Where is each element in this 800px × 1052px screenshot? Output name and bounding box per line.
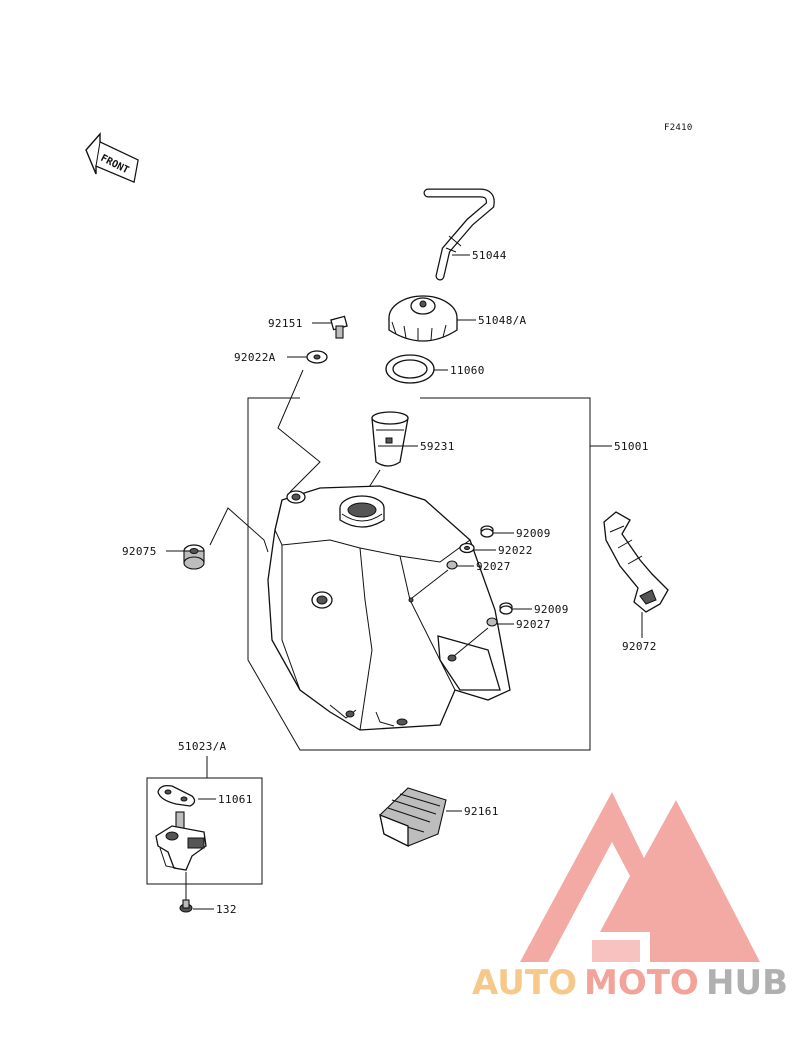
washer-92022 [459,542,475,554]
washer-92022a [306,350,328,364]
logo-word-auto: AUTO [472,963,577,1003]
screw-132 [179,899,193,913]
damper-92027-b [486,617,498,627]
label-11061: 11061 [218,793,253,806]
gasket-11060 [385,354,435,384]
axis-92027-a [411,569,449,599]
fuel-tap [155,811,207,871]
grommet-92075 [183,544,205,570]
label-92151: 92151 [268,317,303,330]
fuel-filter [371,411,409,467]
logo-mark-icon [520,792,760,962]
breather-hose [423,188,495,281]
axis-92027-b [453,627,489,657]
fuel-tap-frame [146,777,263,885]
label-92022a: 92022A [234,351,276,364]
label-51044: 51044 [472,249,507,262]
label-92027-b: 92027 [516,618,551,631]
rubber-strap-92072 [603,511,669,613]
pad-92161 [379,787,447,848]
label-92009-b: 92009 [534,603,569,616]
label-51023a: 51023/A [178,740,227,753]
tank-group-frame [247,397,591,751]
gasket-11061 [157,784,196,807]
collar-92009-b [499,602,513,615]
automotohub-logo: AUTO MOTO HUB [472,792,788,1003]
fuel-cap [388,295,458,342]
label-132: 132 [216,903,237,916]
label-59231: 59231 [420,440,455,453]
leader-92022a-to-tank [277,369,321,493]
leader-92075-to-tank [209,507,269,553]
fuel-tank [267,485,511,731]
label-51048a: 51048/A [478,314,527,327]
damper-92027-a [446,560,458,570]
figure-code: F2410 [664,123,693,133]
logo-word-hub: HUB [706,963,788,1003]
label-92027-a: 92027 [476,560,511,573]
label-92161: 92161 [464,805,499,818]
label-92022: 92022 [498,544,533,557]
label-92072: 92072 [622,640,657,653]
collar-92009-a [480,525,494,538]
logo-word-moto: MOTO [584,963,699,1003]
front-arrow-icon: FRONT [85,132,139,183]
label-11060: 11060 [450,364,485,377]
label-92075: 92075 [122,545,157,558]
label-51001: 51001 [614,440,649,453]
bolt-92151 [330,315,348,339]
label-92009-a: 92009 [516,527,551,540]
